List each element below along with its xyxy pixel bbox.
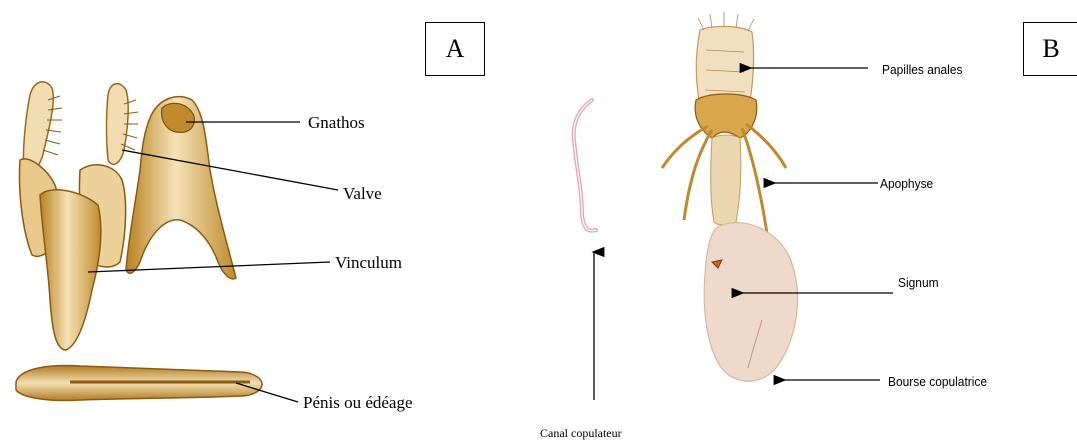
apophyse-left-2 [662,126,708,168]
label-vinculum: Vinculum [335,253,402,273]
label-penis: Pénis ou édéage [303,393,413,413]
panel-b-label: B [1023,22,1077,76]
left-valve-arm [23,82,53,172]
label-bourse-copulatrice: Bourse copulatrice [888,374,987,389]
label-canal-copulateur: Canal copulateur [540,426,622,441]
panel-a-letter: A [446,34,465,64]
panel-a-label: A [425,22,485,76]
label-signum: Signum [898,275,939,290]
leader-vinculum [88,262,330,272]
label-apophyse: Apophyse [880,176,933,191]
leader-lines-a [88,122,338,402]
antrum [711,135,741,225]
apophyse-left-1 [684,130,712,220]
sterigma [695,94,757,138]
label-gnathos: Gnathos [308,113,365,133]
label-valve: Valve [343,184,382,204]
panel-b-letter: B [1042,34,1059,64]
label-papilles-anales: Papilles anales [882,62,962,77]
vinculum [40,190,101,350]
male-genitalia [16,82,262,401]
